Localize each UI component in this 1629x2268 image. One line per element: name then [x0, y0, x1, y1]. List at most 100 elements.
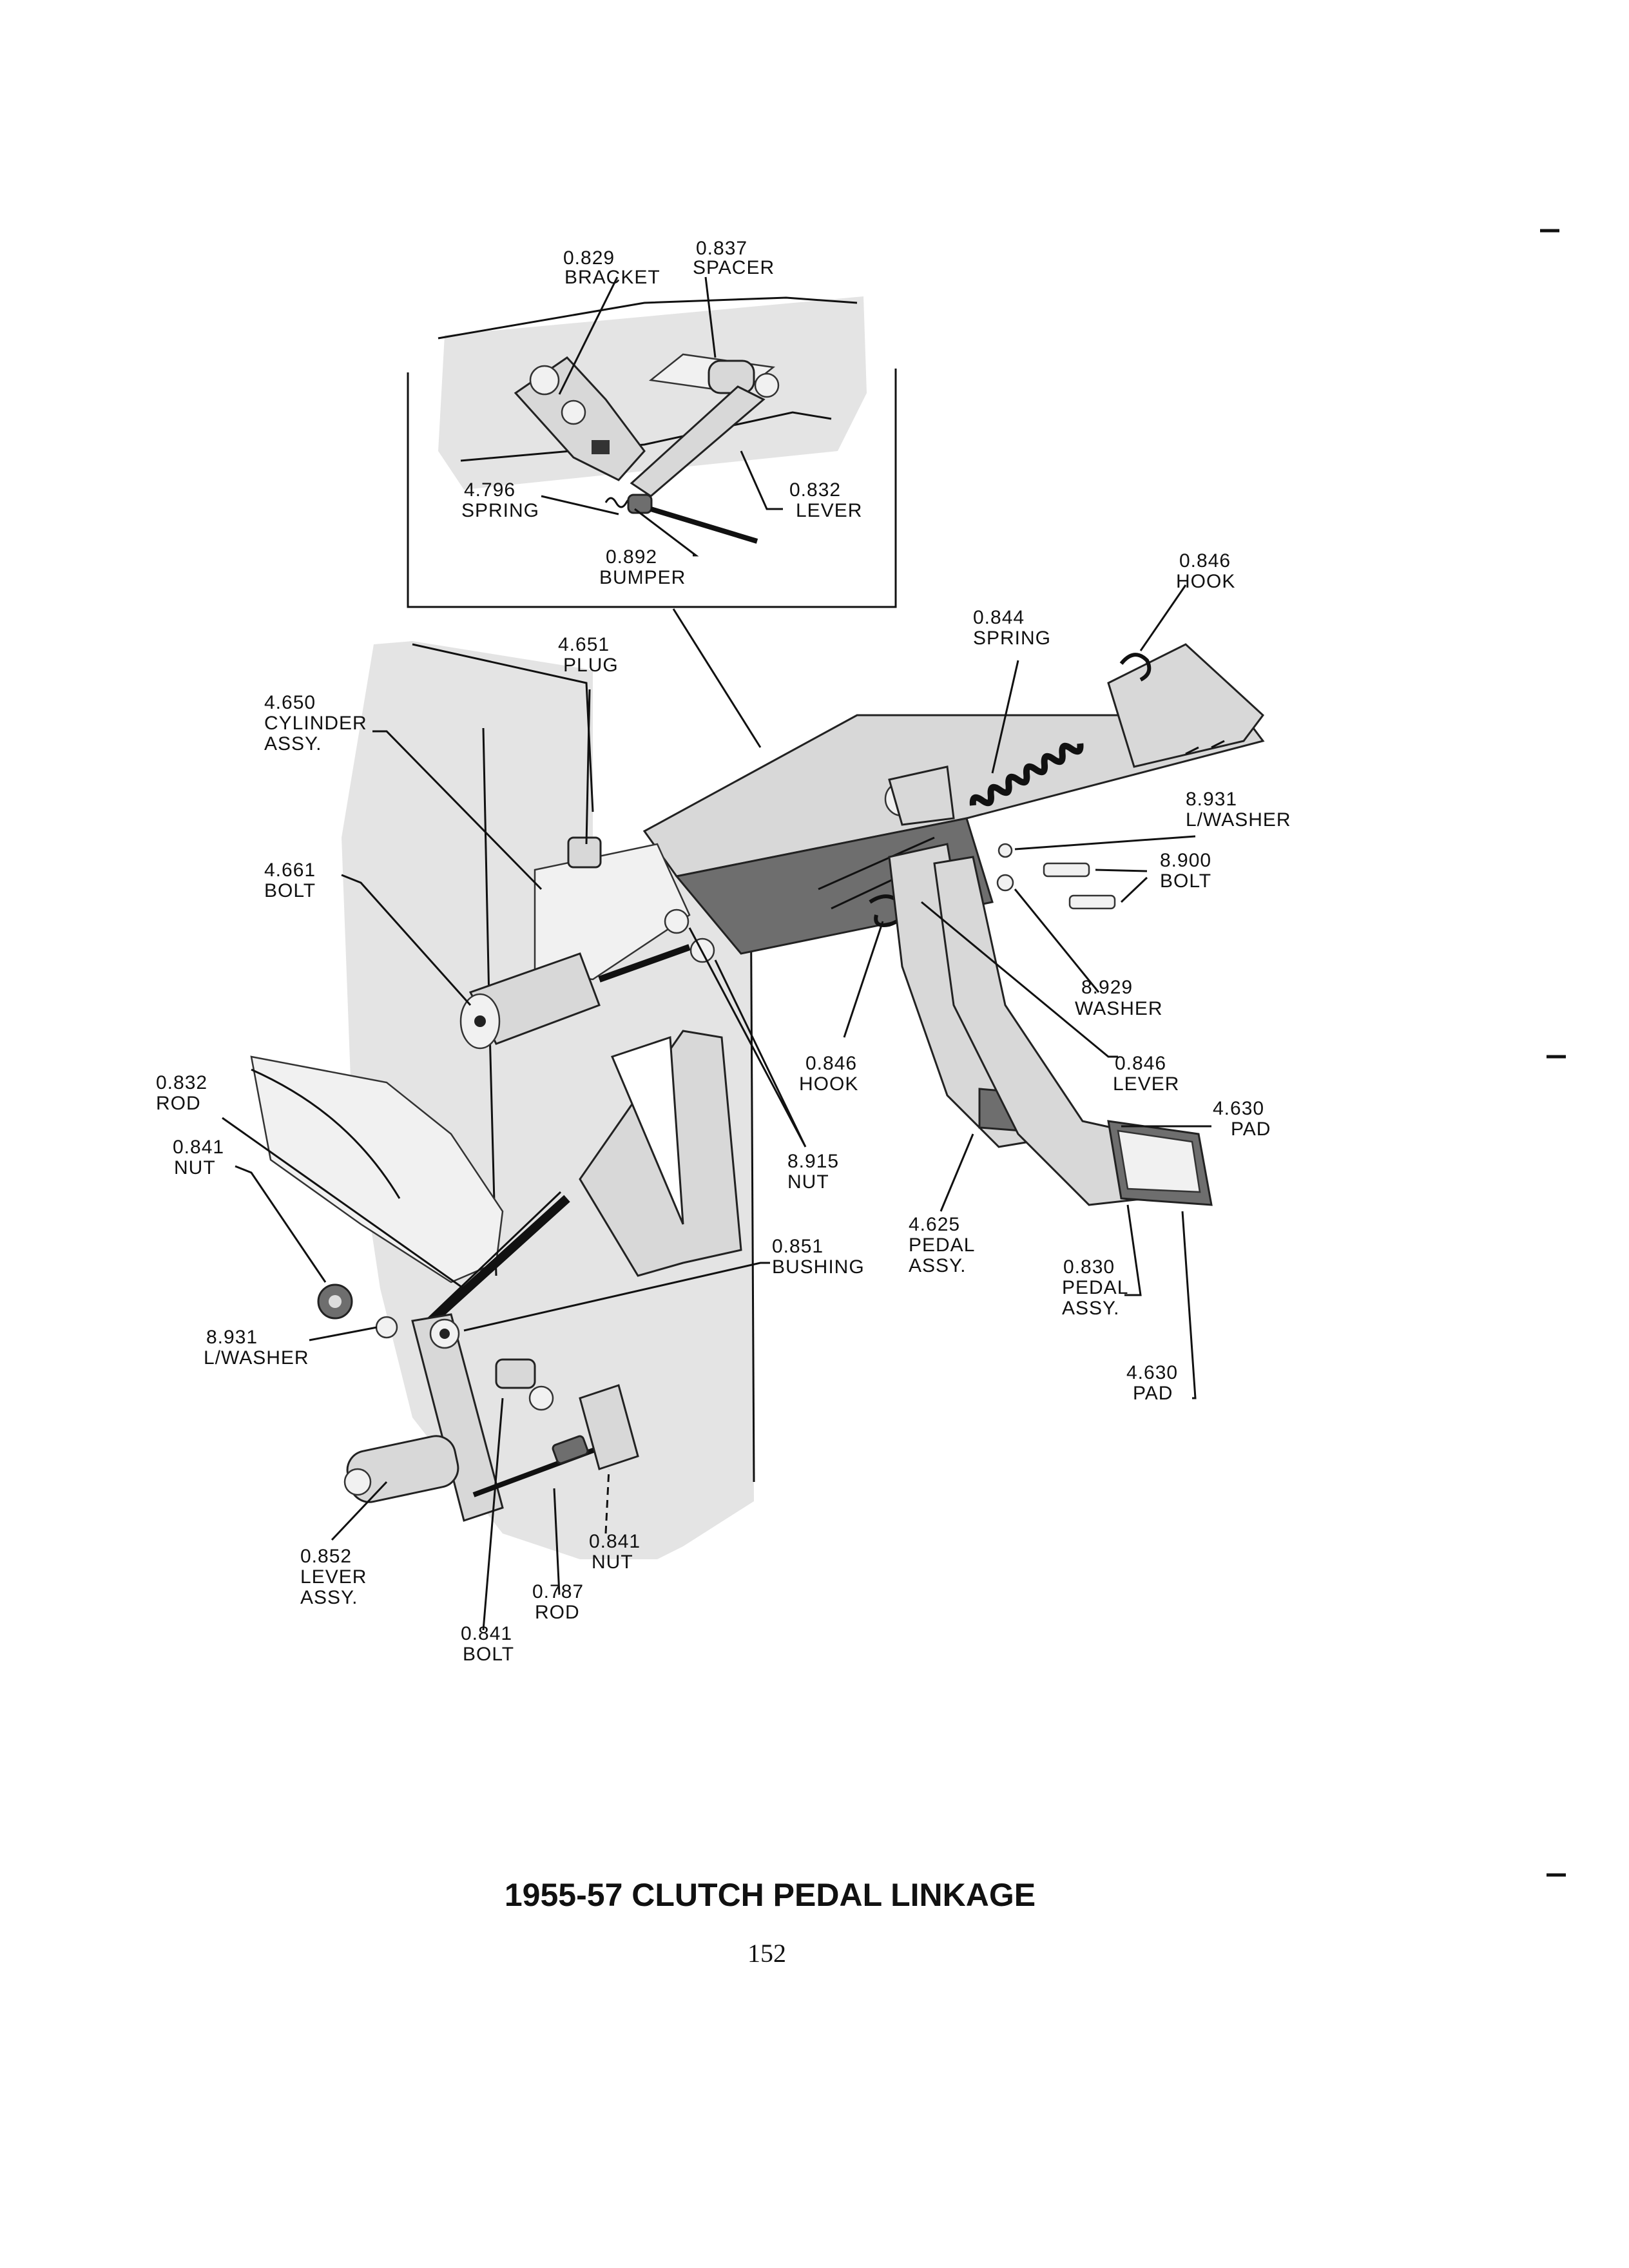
label-pedal-4625-name2: ASSY.	[909, 1255, 967, 1276]
label-bumper-num: 0.892	[606, 546, 657, 568]
label-bumper-name: BUMPER	[599, 567, 686, 588]
leader-bumper	[634, 508, 699, 557]
pad-4630-bottom-face	[1117, 1129, 1201, 1193]
label-spring-4796-num: 4.796	[464, 479, 516, 501]
label-bolt-0841-name: BOLT	[463, 1644, 514, 1665]
label-cylinder-name: CYLINDER	[264, 713, 367, 734]
label-rod-0787-num: 0.787	[532, 1581, 584, 1602]
leader-nut-0841-left	[235, 1165, 327, 1283]
label-washer-8929-num: 8.929	[1081, 977, 1133, 998]
label-rod-0787-name: ROD	[535, 1602, 580, 1623]
label-pad-top-num: 4.630	[1213, 1098, 1264, 1119]
label-cylinder-num: 4.650	[264, 692, 316, 713]
leader-lever-0852	[331, 1481, 388, 1541]
label-nut-0841-left-num: 0.841	[173, 1137, 224, 1158]
label-bolt-4661-num: 4.661	[264, 860, 316, 881]
pivot-shaft	[888, 765, 955, 826]
main-assembly	[250, 641, 1265, 1559]
leader-washer-8929	[1014, 889, 1100, 993]
label-plug-num: 4.651	[558, 634, 610, 655]
callout-labels: 0.829 BRACKET 0.837 SPACER 0.832 LEVER 4…	[156, 238, 1291, 1665]
rod-0832-part	[429, 1195, 570, 1325]
cylinder-body	[534, 843, 691, 981]
leader-pad-bottom	[1181, 1211, 1197, 1399]
label-nut-8915-num: 8.915	[787, 1151, 839, 1172]
label-washer-8929-name: WASHER	[1075, 998, 1163, 1019]
hook-0846-top-part	[1119, 653, 1152, 682]
bumper-part	[627, 494, 653, 514]
spring-0844-part	[969, 742, 1084, 807]
leader-pedal-4625	[940, 1133, 974, 1212]
leader-hook-mid	[843, 921, 884, 1038]
leader-bracket	[558, 276, 619, 395]
label-bolt-8900-num: 8.900	[1160, 850, 1211, 871]
rod-0787-part	[472, 1441, 613, 1497]
spacer-part	[708, 360, 755, 394]
leader-hook-top	[1139, 584, 1187, 651]
margin-marks	[1540, 229, 1566, 1877]
label-pedal-4625-name: PEDAL	[909, 1235, 975, 1256]
leader-bolt-4661	[341, 874, 472, 1006]
bolt-0841-part	[495, 1358, 536, 1389]
label-lever-0846-name: LEVER	[1113, 1073, 1179, 1095]
label-cylinder-name2: ASSY.	[264, 733, 322, 754]
label-pad-bottom-name: PAD	[1133, 1383, 1173, 1404]
label-pedal-0830-name2: ASSY.	[1062, 1298, 1120, 1319]
bolt-8900-part-a	[1043, 862, 1090, 878]
end-plate-slots	[1185, 740, 1225, 755]
label-lever-0832-name: LEVER	[796, 500, 862, 521]
label-pad-bottom-num: 4.630	[1126, 1362, 1178, 1383]
nut-8915-part-a	[664, 908, 689, 934]
label-hook-top-num: 0.846	[1179, 550, 1231, 572]
cylinder-pushrod	[598, 944, 691, 983]
label-lever-0852-name: LEVER	[300, 1566, 367, 1588]
label-lever-0832-num: 0.832	[789, 479, 841, 501]
label-lwasher-left-num: 8.931	[206, 1327, 258, 1348]
inset-pushrod	[650, 506, 758, 544]
label-lwasher-left-name: L/WASHER	[204, 1347, 309, 1369]
label-spring-4796-name: SPRING	[461, 500, 539, 521]
leader-nut-8915	[688, 927, 807, 1148]
leader-bushing	[463, 1262, 770, 1332]
label-bracket-num: 0.829	[563, 247, 615, 269]
page-number: 152	[747, 1939, 786, 1968]
leader-lines	[222, 276, 1211, 1631]
label-nut-8915-name: NUT	[787, 1171, 829, 1193]
label-bushing-num: 0.851	[772, 1236, 824, 1257]
leader-bolt-0841	[482, 1398, 504, 1631]
label-lwasher-right-name: L/WASHER	[1186, 809, 1291, 831]
label-bracket-name: BRACKET	[564, 267, 660, 288]
label-bolt-4661-name: BOLT	[264, 880, 316, 901]
inset-frame	[407, 369, 897, 608]
cylinder-plug	[567, 836, 602, 869]
leader-lever-0846	[921, 901, 1118, 1058]
label-spacer-name: SPACER	[693, 257, 775, 278]
support-arm-end	[1107, 643, 1265, 768]
leader-inset-to-main	[672, 608, 762, 748]
bracket-bolt-head	[529, 365, 560, 396]
label-hook-mid-num: 0.846	[805, 1053, 857, 1074]
spacer-bolt-end	[754, 372, 780, 398]
label-pedal-4625-num: 4.625	[909, 1214, 960, 1235]
label-lwasher-right-num: 8.931	[1186, 789, 1237, 810]
label-pedal-0830-num: 0.830	[1063, 1256, 1115, 1278]
nut-0841-hole	[329, 1295, 342, 1308]
leader-spacer	[704, 276, 717, 358]
bolt-8900-part-b	[1068, 894, 1116, 910]
label-plug-name: PLUG	[563, 655, 619, 676]
rod-0832-outline	[418, 1191, 562, 1329]
label-bushing-name: BUSHING	[772, 1256, 865, 1278]
label-rod-0832-name: ROD	[156, 1093, 201, 1114]
label-pad-top-name: PAD	[1231, 1119, 1271, 1140]
label-bolt-8900-name: BOLT	[1160, 870, 1211, 892]
label-pedal-0830-name: PEDAL	[1062, 1277, 1128, 1298]
lwasher-8931-right-part	[998, 843, 1013, 858]
leader-spring-0844	[991, 660, 1019, 774]
label-spring-0844-num: 0.844	[973, 607, 1025, 628]
label-hook-top-name: HOOK	[1176, 571, 1235, 592]
bushing-hole	[439, 1329, 450, 1339]
leader-lever-0832	[740, 450, 783, 510]
lever-assy-end	[343, 1468, 372, 1496]
label-nut-0841-bottom-name: NUT	[592, 1552, 633, 1573]
